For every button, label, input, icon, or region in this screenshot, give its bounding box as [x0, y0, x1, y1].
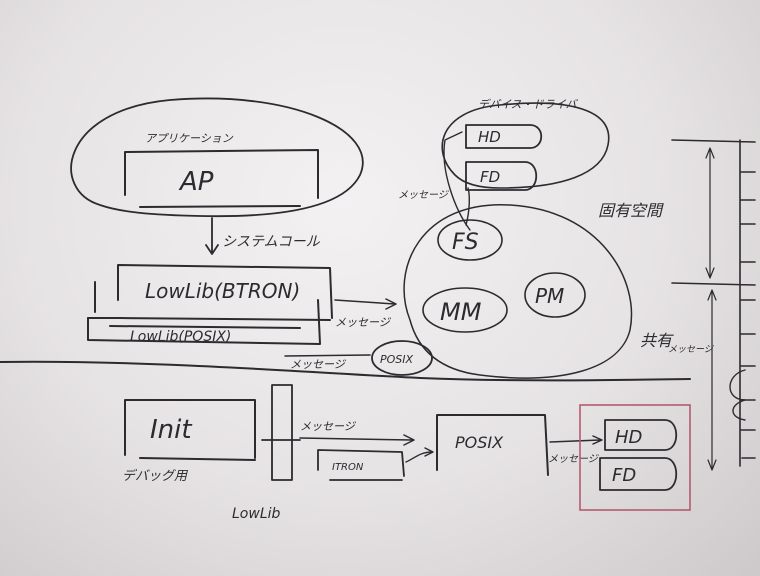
posix-box-label: POSIX	[455, 433, 504, 452]
hd-driver-label-top: HD	[478, 128, 501, 146]
lowlib-btron-box	[87, 264, 333, 321]
init-box	[124, 399, 256, 461]
debug-label: デバッグ用	[122, 468, 189, 484]
lowlib-message-arrow	[334, 298, 397, 310]
pm-oval	[524, 272, 586, 318]
posix-server-label: POSIX	[380, 353, 414, 366]
lowlib-vertical-bar	[261, 384, 301, 481]
fd-driver-label-bottom: FD	[612, 465, 636, 486]
lowlib-posix-label: LowLib(POSIX)	[130, 329, 231, 345]
application-label: アプリケーション	[145, 132, 234, 145]
fd-driver-box-top	[465, 161, 538, 191]
mm-oval	[422, 287, 508, 333]
posix-box	[436, 414, 549, 476]
mm-label: MM	[440, 298, 482, 326]
hd-driver-label-bottom: HD	[615, 427, 642, 448]
device-driver-label: デバイス・ドライバ	[478, 98, 578, 111]
lowlib-posix-box	[87, 299, 321, 345]
message-label-4: メッセージ	[300, 420, 357, 433]
posix-server-oval	[371, 340, 433, 376]
memory-map-column	[671, 139, 756, 467]
ap-box	[124, 149, 319, 208]
fd-driver-label-top: FD	[480, 168, 500, 186]
message-label-5: メッセージ	[548, 454, 600, 465]
message-label-1: メッセージ	[335, 316, 392, 329]
kernel-boundary-line	[0, 360, 691, 382]
itron-box	[317, 449, 405, 481]
device-driver-oval	[441, 102, 610, 189]
message-label-6: メッセージ	[668, 344, 714, 355]
shared-label: 共有	[640, 331, 674, 350]
memory-range-arrow-upper	[705, 147, 715, 279]
driver-group-box	[579, 404, 691, 511]
fs-to-driver-arrows	[443, 131, 471, 231]
message-label-2: メッセージ	[290, 358, 347, 371]
syscall-arrow	[205, 217, 219, 255]
posix-message-arrow-right	[549, 435, 603, 445]
memory-curl	[729, 369, 746, 421]
itron-to-posix-arrow	[405, 447, 434, 463]
pm-label: PM	[535, 284, 564, 308]
application-oval	[70, 97, 364, 218]
fd-driver-box-bottom	[599, 457, 678, 491]
message-label-3: メッセージ	[398, 190, 450, 201]
lowlib-btron-label: LowLib(BTRON)	[145, 279, 300, 303]
itron-label: ITRON	[332, 462, 364, 473]
syscall-label: システムコール	[222, 234, 321, 250]
init-label: Init	[150, 415, 192, 445]
fs-label: FS	[452, 230, 479, 255]
memory-space-label: 固有空間	[598, 201, 664, 220]
posix-message-arrow	[284, 354, 371, 357]
lowlib-bottom-label: LowLib	[232, 506, 281, 522]
ap-label: AP	[178, 167, 214, 197]
hd-driver-box-bottom	[604, 419, 678, 451]
fs-oval	[437, 219, 503, 261]
memory-range-arrow-lower	[707, 289, 717, 471]
hd-driver-box-top	[465, 124, 543, 149]
init-message-arrow	[299, 434, 415, 446]
server-oval	[403, 204, 633, 379]
